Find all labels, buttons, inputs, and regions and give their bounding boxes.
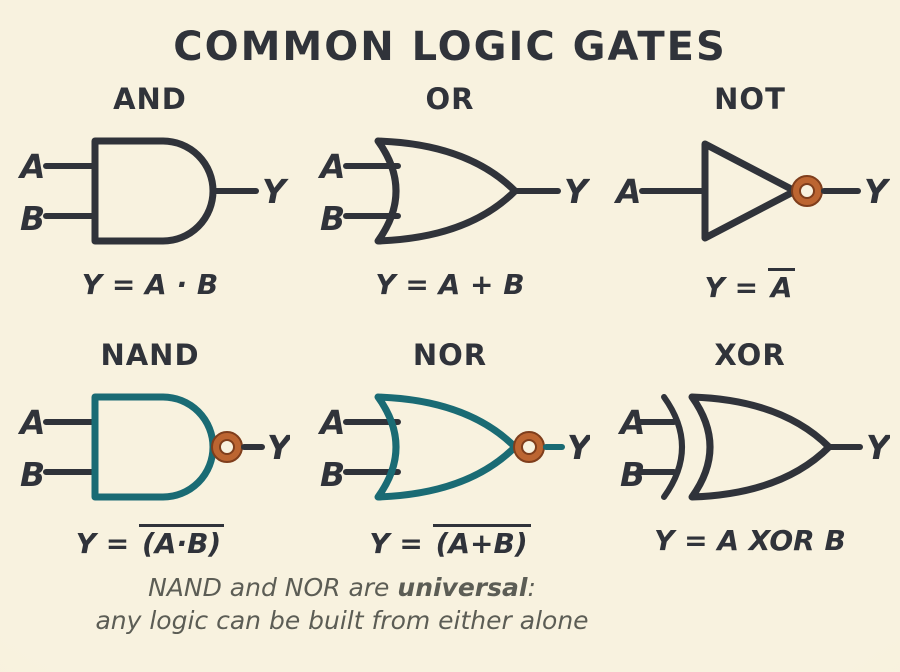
gate-card-nand: NAND A B Y Y = (A·B) [0,338,300,562]
gate-card-not: NOT A Y Y = A [600,82,900,306]
input-label-a: A [613,172,642,211]
inversion-bubble [515,433,543,461]
output-label-y: Y [262,172,289,211]
gate-title-and: AND [113,82,187,116]
and-gate-symbol: A B Y [17,137,289,245]
output-label-y: Y [864,172,890,211]
input-label-a: A [317,147,346,186]
output-label-y: Y [567,428,590,467]
gate-body [701,140,799,242]
gate-body [91,137,217,245]
gate-body [374,393,519,501]
inversion-bubble [793,177,821,205]
gate-card-nor: NOR A B Y Y = (A+B) [300,338,600,562]
gate-card-and: AND A B Y Y = A · B [0,82,300,306]
gate-title-nand: NAND [100,338,200,372]
xor-extra-curve [661,394,685,500]
gate-card-xor: XOR A B Y Y = A XOR B [600,338,900,562]
gate-title-nor: NOR [412,338,488,372]
gate-title-not: NOT [714,82,786,116]
gates-grid: AND A B Y Y = A · B OR A B Y Y = A + B N… [0,82,900,562]
gate-card-or: OR A B Y Y = A + B [300,82,600,306]
output-label-y: Y [866,428,890,467]
input-label-b: B [320,455,345,494]
gate-title-xor: XOR [714,338,786,372]
gate-body [91,393,217,501]
gate-body [374,137,519,245]
xor-gate-symbol: A B Y [617,393,890,501]
or-gate-symbol: A B Y [317,137,590,245]
nor-gate-symbol: A B Y [317,393,590,501]
gate-equation-not: Y = A [705,268,796,306]
gate-equation-xor: Y = A XOR B [654,524,846,557]
output-label-y: Y [564,172,590,211]
gate-equation-or: Y = A + B [375,268,525,301]
gate-title-or: OR [425,82,475,116]
gate-equation-and: Y = A · B [81,268,219,301]
input-label-b: B [20,455,45,494]
input-label-a: A [317,403,346,442]
input-label-a: A [17,147,46,186]
footer-line-2: any logic can be built from either alone [95,605,589,635]
gate-equation-nand: Y = (A·B) [76,524,225,562]
input-wires [43,419,98,475]
input-label-b: B [20,199,45,238]
footer-note: NAND and NOR are universal: any logic ca… [62,572,622,637]
gate-body [688,393,833,501]
nand-gate-symbol: A B Y [17,393,290,501]
input-label-a: A [17,403,46,442]
gate-equation-nor: Y = (A+B) [369,524,531,562]
footer-universal-emphasis: universal [397,573,528,602]
input-label-b: B [320,199,345,238]
footer-line-1: NAND and NOR are universal: [148,573,536,602]
not-gate-symbol: A Y [613,140,890,242]
page-title: COMMON LOGIC GATES [173,24,727,70]
output-label-y: Y [267,428,290,467]
input-wires [43,163,98,219]
inversion-bubble [213,433,241,461]
input-wires [637,419,677,475]
